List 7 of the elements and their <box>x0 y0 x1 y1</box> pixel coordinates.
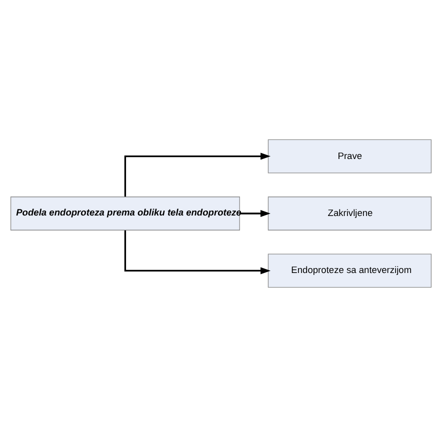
node-box: Prave <box>268 138 432 173</box>
arrow <box>124 230 271 274</box>
arrow <box>240 210 270 216</box>
arrow <box>124 152 271 196</box>
node-box: Zakrivljene <box>268 196 432 230</box>
node-box: Podela endoproteza prema obliku tela endoproteze <box>10 196 240 230</box>
node-box: Endoproteze sa anteverzijom <box>268 253 432 288</box>
